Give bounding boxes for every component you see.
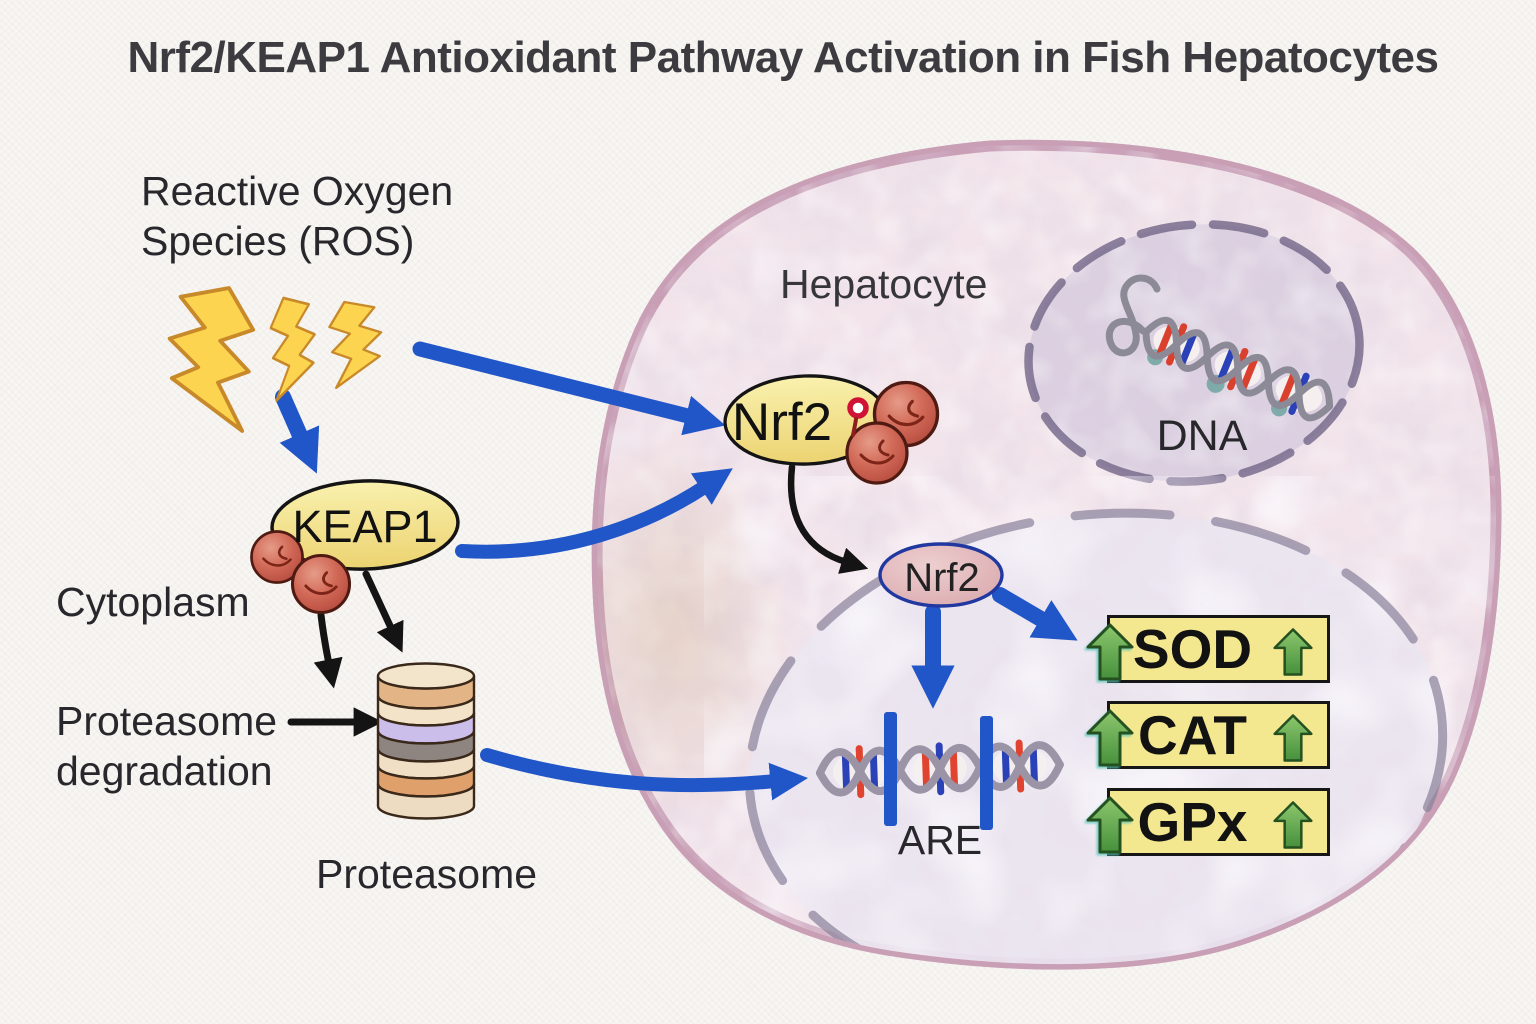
nrf2-cytoplasmic-label: Nrf2: [731, 393, 833, 452]
nrf2-nuclear-ellipse: [878, 542, 1004, 608]
nuclear-envelope: [744, 508, 1448, 965]
phosphorylation-mark-icon: [847, 397, 869, 437]
nucleus-dna: [1020, 215, 1370, 500]
nuclear-envelope: [1024, 220, 1364, 486]
proteasome-icon: [376, 662, 476, 820]
gene-box-sod: SOD: [1086, 615, 1330, 683]
ros-label: Reactive Oxygen Species (ROS): [141, 168, 454, 265]
degradation-arrows: [287, 463, 869, 737]
keap1-label: KEAP1: [292, 501, 438, 552]
activation-arrows: [275, 341, 1078, 801]
gene-label: SOD: [1132, 618, 1253, 680]
dna-helix-icon: [1105, 274, 1334, 422]
arrow-ros-to-nrf2: [412, 341, 726, 436]
up-arrow-icon: [1273, 628, 1313, 676]
arrow-nrf2-to-genes: [992, 587, 1078, 641]
arrow-proteasome-to-are: [480, 748, 808, 801]
arrow-keap1-to-nrf2: [455, 468, 733, 559]
keap1-complex: [250, 479, 460, 615]
gene-box-gpx: GPx: [1086, 788, 1330, 856]
gene-label: GPx: [1137, 791, 1248, 853]
up-arrow-icon: [1273, 714, 1313, 762]
nrf2-nuclear-label: Nrf2: [904, 556, 980, 600]
lightning-bolt-icon: [328, 300, 383, 389]
proteasome-label: Proteasome: [316, 851, 538, 897]
keap1-ellipse: [270, 479, 460, 571]
up-arrow-icon: [1086, 623, 1134, 681]
lightning-bolt-icon: [269, 296, 317, 403]
up-arrow-icon: [1086, 796, 1134, 854]
ros-lightning: [167, 286, 383, 433]
nrf2-cytoplasmic-complex: [723, 374, 940, 485]
up-arrow-icon: [1086, 709, 1134, 767]
arrow-keap1-to-proteasome: [362, 570, 404, 653]
cytoplasm-label: Cytoplasm: [56, 579, 250, 625]
gene-label: CAT: [1138, 704, 1247, 766]
arrow-nrf2-translocation: [787, 463, 869, 574]
dna-label: DNA: [1156, 412, 1248, 460]
are-dna-icon: [816, 739, 1064, 799]
are-binding-bar: [884, 712, 897, 826]
lightning-bolt-icon: [167, 286, 256, 433]
ubiquitin-molecule-icon: [845, 421, 909, 485]
hepatocyte-label: Hepatocyte: [780, 261, 988, 307]
page-title: Nrf2/KEAP1 Antioxidant Pathway Activatio…: [127, 33, 1439, 82]
are-binding-bar: [980, 716, 993, 830]
gene-box-cat: CAT: [1086, 701, 1330, 769]
ubiquitin-molecule-icon: [290, 553, 352, 615]
proteasome-degradation-label: Proteasome degradation: [56, 698, 278, 795]
are-label: ARE: [897, 817, 983, 863]
up-arrow-icon: [1273, 801, 1313, 849]
arrow-keap1-down: [313, 611, 343, 689]
arrow-ros-to-keap1: [275, 389, 320, 474]
